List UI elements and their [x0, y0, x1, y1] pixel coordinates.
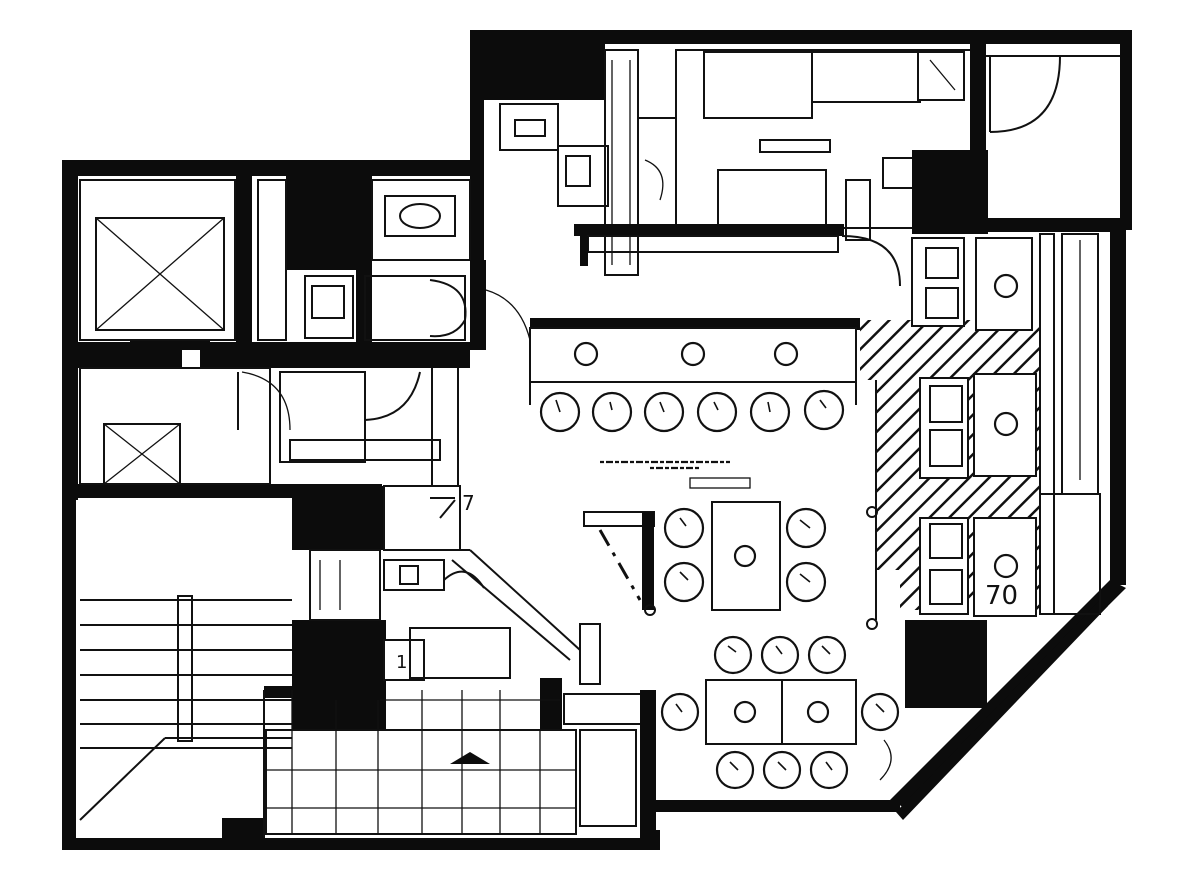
chair: [660, 692, 700, 732]
exterior-walls: [62, 30, 1132, 850]
chair: [713, 635, 753, 675]
bar-counter: [529, 318, 860, 489]
counter-fixture: [773, 341, 799, 367]
table-fixture: [733, 700, 757, 724]
chair: [760, 635, 800, 675]
chair: [785, 507, 827, 549]
table-number-70: 70: [985, 581, 1018, 611]
chair: [809, 750, 849, 790]
bar-stool: [591, 391, 633, 433]
counter-fixture: [573, 341, 599, 367]
tiled-floor: [265, 690, 577, 835]
chair: [762, 750, 802, 790]
table-fixture: [806, 700, 830, 724]
table-fixture: [733, 544, 757, 568]
room-number-7: 7: [462, 491, 475, 515]
bar-stool: [696, 391, 738, 433]
room-number-1: 1: [396, 652, 407, 673]
booth-area: 70: [860, 233, 1101, 708]
center-table: [583, 501, 827, 616]
chair: [715, 750, 755, 790]
chair: [663, 507, 705, 549]
service-block: 7 1: [263, 485, 656, 838]
chair: [785, 561, 827, 603]
chair: [807, 635, 847, 675]
kitchen: [499, 44, 1126, 287]
chair: [663, 561, 705, 603]
mid-left-rooms: [79, 367, 459, 486]
upper-left-rooms: [79, 175, 531, 350]
chair: [860, 692, 900, 732]
staircase: [79, 486, 386, 821]
double-table: [660, 635, 900, 790]
counter-fixture: [680, 341, 706, 367]
bar-stool: [803, 389, 845, 431]
